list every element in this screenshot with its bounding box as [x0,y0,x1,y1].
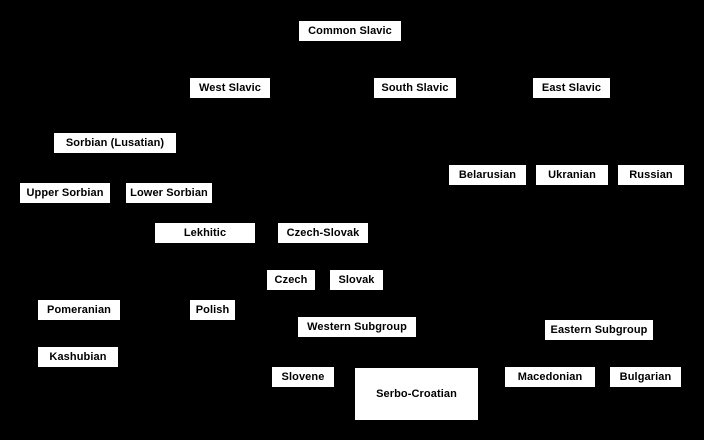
node-west-slavic[interactable]: West Slavic [190,78,270,98]
node-south-slavic[interactable]: South Slavic [374,78,456,98]
node-belarusian[interactable]: Belarusian [449,165,526,185]
node-slovene[interactable]: Slovene [272,367,334,387]
node-western-subgroup[interactable]: Western Subgroup [298,317,416,337]
node-russian[interactable]: Russian [618,165,684,185]
node-ukranian[interactable]: Ukranian [536,165,608,185]
node-upper-sorbian[interactable]: Upper Sorbian [20,183,110,203]
node-polish[interactable]: Polish [190,300,235,320]
node-east-slavic[interactable]: East Slavic [533,78,610,98]
node-czech-slovak[interactable]: Czech-Slovak [278,223,368,243]
node-czech[interactable]: Czech [267,270,315,290]
node-common-slavic[interactable]: Common Slavic [299,21,401,41]
node-macedonian[interactable]: Macedonian [505,367,595,387]
node-lower-sorbian[interactable]: Lower Sorbian [126,183,212,203]
node-serbo-croatian[interactable]: Serbo-Croatian [355,368,478,420]
node-eastern-subgroup[interactable]: Eastern Subgroup [545,320,653,340]
node-lekhitic[interactable]: Lekhitic [155,223,255,243]
node-slovak[interactable]: Slovak [330,270,383,290]
node-pomeranian[interactable]: Pomeranian [38,300,120,320]
node-kashubian[interactable]: Kashubian [38,347,118,367]
node-bulgarian[interactable]: Bulgarian [610,367,681,387]
node-sorbian-lusatian[interactable]: Sorbian (Lusatian) [54,133,176,153]
